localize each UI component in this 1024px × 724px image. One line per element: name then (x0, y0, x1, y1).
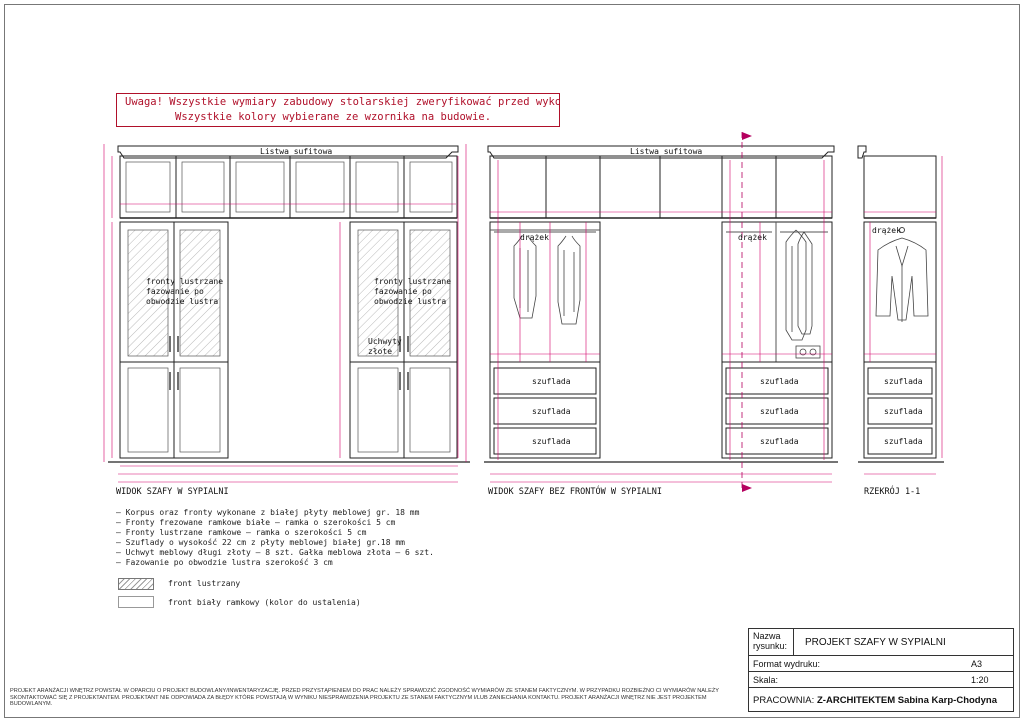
disclaimer-text: PROJEKT ARANŻACJI WNĘTRZ POWSTAŁ W OPARC… (10, 688, 719, 708)
warning-line-1: Uwaga! Wszystkie wymiary zabudowy stolar… (125, 96, 559, 108)
mirror-fronts-note: fronty lustrzane (374, 277, 451, 286)
drawer (867, 367, 933, 395)
mirror-fronts-note: fronty lustrzane (146, 277, 223, 286)
ceiling-strip-front (117, 145, 459, 159)
drawer-label: szuflada (884, 437, 923, 446)
dimension-lines-section (864, 156, 943, 475)
legend-swatch-mirror (118, 578, 154, 590)
drawer (867, 397, 933, 425)
dimension-lines-interior (490, 160, 832, 483)
note-item: – Korpus oraz fronty wykonane z białej p… (116, 508, 420, 517)
title-block: Nazwa rysunku: PROJEKT SZAFY W SYPIALNI … (748, 628, 1014, 712)
rod-label: drążek (520, 233, 549, 242)
ceiling-strip-interior (487, 145, 835, 159)
scale-value: 1:20 (971, 675, 989, 685)
drawing-name-label: Nazwa rysunku: (753, 631, 788, 651)
mirror-fronts-note: fazowanie po (146, 287, 204, 296)
print-format-label: Format wydruku: (753, 659, 821, 669)
mirror-fronts-note: obwodzie lustra (146, 297, 218, 306)
note-item: – Szuflady o wysokość 22 cm z płyty mebl… (116, 538, 405, 547)
warning-box: Uwaga! Wszystkie wymiary zabudowy stolar… (116, 93, 560, 127)
drawer-label: szuflada (532, 407, 571, 416)
mirror-front (179, 229, 221, 357)
handles-note: złote (368, 347, 392, 356)
mirror-fronts-note: fazowanie po (374, 287, 432, 296)
legend-swatch-white (118, 596, 154, 608)
rod-label: drążek (738, 233, 767, 242)
drawing-name-value: PROJEKT SZAFY W SYPIALNI (805, 637, 946, 648)
right-interior-cabinet (721, 221, 833, 459)
interior-view-caption: WIDOK SZAFY BEZ FRONTÓW W SYPIALNI (488, 487, 662, 497)
clothes-sketch (785, 229, 813, 341)
drawing-frame (4, 4, 1020, 718)
section-view (857, 145, 944, 463)
studio-label: PRACOWNIA: (753, 695, 815, 706)
jacket-sketch (875, 237, 929, 322)
print-format-value: A3 (971, 659, 983, 669)
section-view-caption: RZEKRÓJ 1-1 (864, 487, 921, 497)
section-marker (741, 132, 752, 492)
legend-label-white: front biały ramkowy (kolor do ustalenia) (168, 598, 361, 607)
drawer (725, 367, 829, 395)
clothes-sketch (513, 235, 581, 325)
notes-list: – Korpus oraz fronty wykonane z białej p… (116, 508, 434, 568)
ceiling-strip-label: Listwa sufitowa (630, 147, 702, 156)
hanging-rod (899, 227, 905, 233)
drawer-label: szuflada (532, 437, 571, 446)
note-item: – Uchwyt meblowy długi złoty – 8 szt. Ga… (116, 548, 434, 557)
drawer (493, 367, 597, 395)
front-view-caption: WIDOK SZAFY W SYPIALNI (116, 487, 229, 497)
front-view (108, 145, 470, 463)
drawer (867, 427, 933, 455)
dimension-lines-front (103, 144, 467, 483)
left-interior-cabinet (489, 221, 601, 459)
drawer-label: szuflada (532, 377, 571, 386)
rod-label: drążek (872, 226, 901, 235)
drawer (725, 427, 829, 455)
note-item: – Fronty lustrzane ramkowe – ramka o sze… (116, 528, 367, 537)
drawer-label: szuflada (760, 437, 799, 446)
mirror-fronts-note: obwodzie lustra (374, 297, 446, 306)
scale-label: Skala: (753, 675, 779, 685)
drawer-label: szuflada (884, 377, 923, 386)
top-cabinets-front (119, 155, 458, 219)
drawer-label: szuflada (884, 407, 923, 416)
interior-view (484, 145, 838, 463)
drawer (725, 397, 829, 425)
handles-note: Uchwyty (368, 337, 402, 346)
legend-label-mirror: front lustrzany (168, 579, 241, 588)
note-item: – Fronty frezowane ramkowe białe – ramka… (116, 518, 396, 527)
handle-gold (399, 336, 409, 390)
drawer (493, 427, 597, 455)
drawer-label: szuflada (760, 407, 799, 416)
ceiling-strip-label: Listwa sufitowa (260, 147, 332, 156)
mirror-front (357, 229, 399, 357)
drawer (493, 397, 597, 425)
mirror-front (127, 229, 169, 357)
studio-value: Z-ARCHITEKTEM Sabina Karp-Chodyna (817, 695, 997, 706)
drawer-label: szuflada (760, 377, 799, 386)
mirror-front (409, 229, 451, 357)
warning-line-2: Wszystkie kolory wybierane ze wzornika n… (175, 111, 492, 123)
shoe-box (795, 345, 821, 359)
handle-gold (169, 336, 179, 390)
note-item: – Fazowanie po obwodzie lustra szerokość… (116, 558, 333, 567)
